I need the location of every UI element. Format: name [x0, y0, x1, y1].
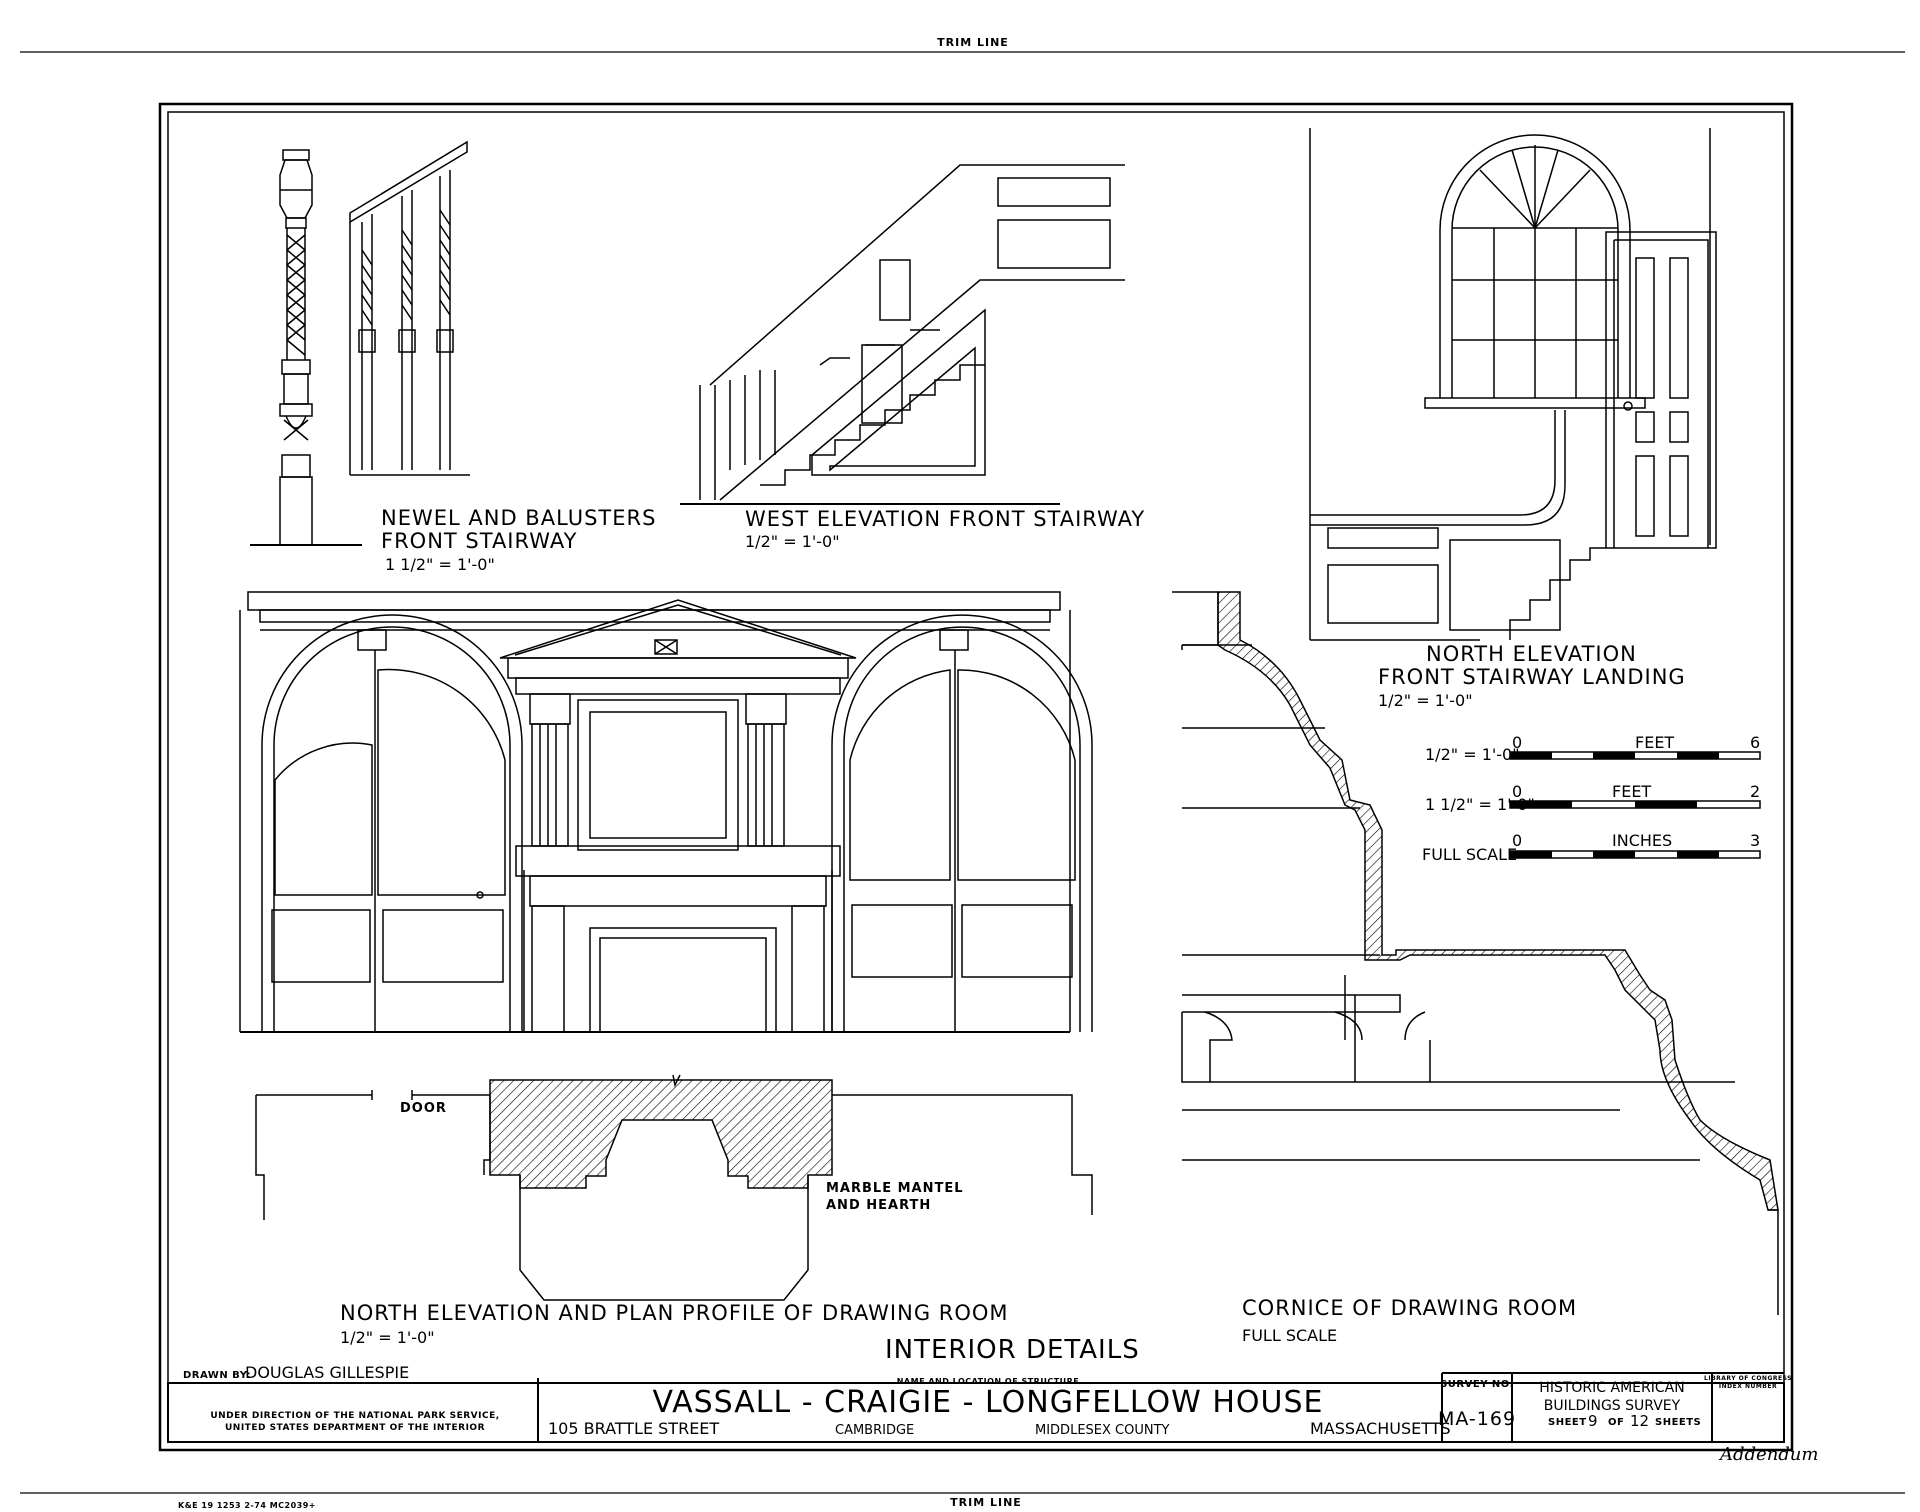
habs-line1: HISTORIC AMERICAN	[1539, 1380, 1684, 1396]
structure-name: VASSALL - CRAIGIE - LONGFELLOW HOUSE	[653, 1385, 1324, 1420]
cornice-title: CORNICE OF DRAWING ROOM	[1242, 1296, 1577, 1320]
drawing-room-title: NORTH ELEVATION AND PLAN PROFILE OF DRAW…	[340, 1301, 1009, 1325]
drawing-room-elevation	[239, 591, 1093, 1033]
addendum-note: Addendum	[1718, 1444, 1818, 1465]
svg-text:2: 2	[1750, 782, 1760, 801]
landing-title-line1: NORTH ELEVATION	[1426, 642, 1637, 666]
svg-text:FEET: FEET	[1612, 782, 1651, 801]
scale-bar-one-and-half-inch: 1 1/2" = 1'-0" 0 FEET 2	[1425, 782, 1761, 814]
sheet-title: INTERIOR DETAILS	[885, 1335, 1140, 1365]
chimney-breast-hatch	[489, 1079, 833, 1189]
sheet-border-outer	[158, 102, 1794, 1452]
svg-text:FEET: FEET	[1635, 733, 1674, 752]
survey-no-label: SURVEY NO.	[1440, 1379, 1514, 1390]
sheet-number: 9	[1588, 1412, 1598, 1430]
svg-text:INCHES: INCHES	[1612, 831, 1672, 850]
loc-label-line2: INDEX NUMBER	[1719, 1383, 1777, 1390]
trim-line-top-label: TRIM LINE	[937, 36, 1009, 49]
sheet-word: SHEET	[1548, 1417, 1587, 1428]
direction-line1: UNDER DIRECTION OF THE NATIONAL PARK SER…	[210, 1411, 499, 1421]
landing-elevation-drawing	[1309, 128, 1717, 641]
sheets-word: SHEETS	[1655, 1417, 1701, 1428]
cornice-scale: FULL SCALE	[1242, 1326, 1337, 1345]
state: MASSACHUSETTS	[1310, 1419, 1451, 1438]
newel-post-drawing	[250, 149, 362, 546]
scale-bar-half-inch: 1/2" = 1'-0" 0 FEET 6	[1425, 733, 1761, 764]
svg-text:1 1/2" = 1'-0": 1 1/2" = 1'-0"	[1425, 795, 1535, 814]
mantel-label-line2: AND HEARTH	[826, 1198, 931, 1213]
survey-number: MA-169	[1438, 1408, 1516, 1430]
newel-title-line1: NEWEL AND BALUSTERS	[381, 506, 656, 530]
direction-line2: UNITED STATES DEPARTMENT OF THE INTERIOR	[225, 1423, 485, 1433]
drawn-by-name: DOUGLAS GILLESPIE	[245, 1363, 409, 1382]
drawn-by-label: DRAWN BY:	[183, 1370, 251, 1381]
svg-text:0: 0	[1512, 733, 1522, 752]
trim-lines	[20, 51, 1905, 1494]
svg-text:0: 0	[1512, 782, 1522, 801]
print-code: K&E 19 1253 2-74 MC2039+	[178, 1501, 316, 1510]
balusters-drawing	[349, 140, 470, 476]
scale-bar-full-scale: FULL SCALE 0 INCHES 3	[1422, 831, 1761, 864]
county: MIDDLESEX COUNTY	[1035, 1423, 1170, 1438]
svg-text:0: 0	[1512, 831, 1522, 850]
of-word: OF	[1608, 1417, 1624, 1428]
name-location-label: NAME AND LOCATION OF STRUCTURE	[897, 1377, 1080, 1386]
west-elevation-stair-drawing	[680, 164, 1125, 505]
door-label: DOOR	[400, 1101, 447, 1116]
graphic-scales: 1/2" = 1'-0" 0 FEET 6 1 1/2" = 1'-0" 0 F…	[1422, 733, 1761, 864]
loc-label-line1: LIBRARY OF CONGRESS	[1704, 1375, 1792, 1382]
drawing-room-scale: 1/2" = 1'-0"	[340, 1328, 435, 1347]
city: CAMBRIDGE	[835, 1423, 914, 1438]
trim-line-bottom-label: TRIM LINE	[950, 1496, 1022, 1509]
sheet-total: 12	[1630, 1412, 1649, 1430]
svg-text:FULL SCALE: FULL SCALE	[1422, 845, 1517, 864]
title-block	[167, 1372, 1785, 1443]
svg-text:3: 3	[1750, 831, 1760, 850]
svg-text:1/2" = 1'-0": 1/2" = 1'-0"	[1425, 745, 1520, 764]
sheet-border-inner	[167, 111, 1785, 1443]
street-address: 105 BRATTLE STREET	[548, 1419, 719, 1438]
habs-line2: BUILDINGS SURVEY	[1544, 1398, 1681, 1414]
newel-scale: 1 1/2" = 1'-0"	[385, 555, 495, 574]
landing-scale: 1/2" = 1'-0"	[1378, 691, 1473, 710]
west-elevation-title: WEST ELEVATION FRONT STAIRWAY	[745, 507, 1145, 531]
svg-text:6: 6	[1750, 733, 1760, 752]
newel-title-line2: FRONT STAIRWAY	[381, 529, 577, 553]
landing-title-line2: FRONT STAIRWAY LANDING	[1378, 665, 1686, 689]
west-elevation-scale: 1/2" = 1'-0"	[745, 532, 840, 551]
cornice-profile-edge	[1768, 1209, 1779, 1315]
mantel-label-line1: MARBLE MANTEL	[826, 1181, 964, 1196]
